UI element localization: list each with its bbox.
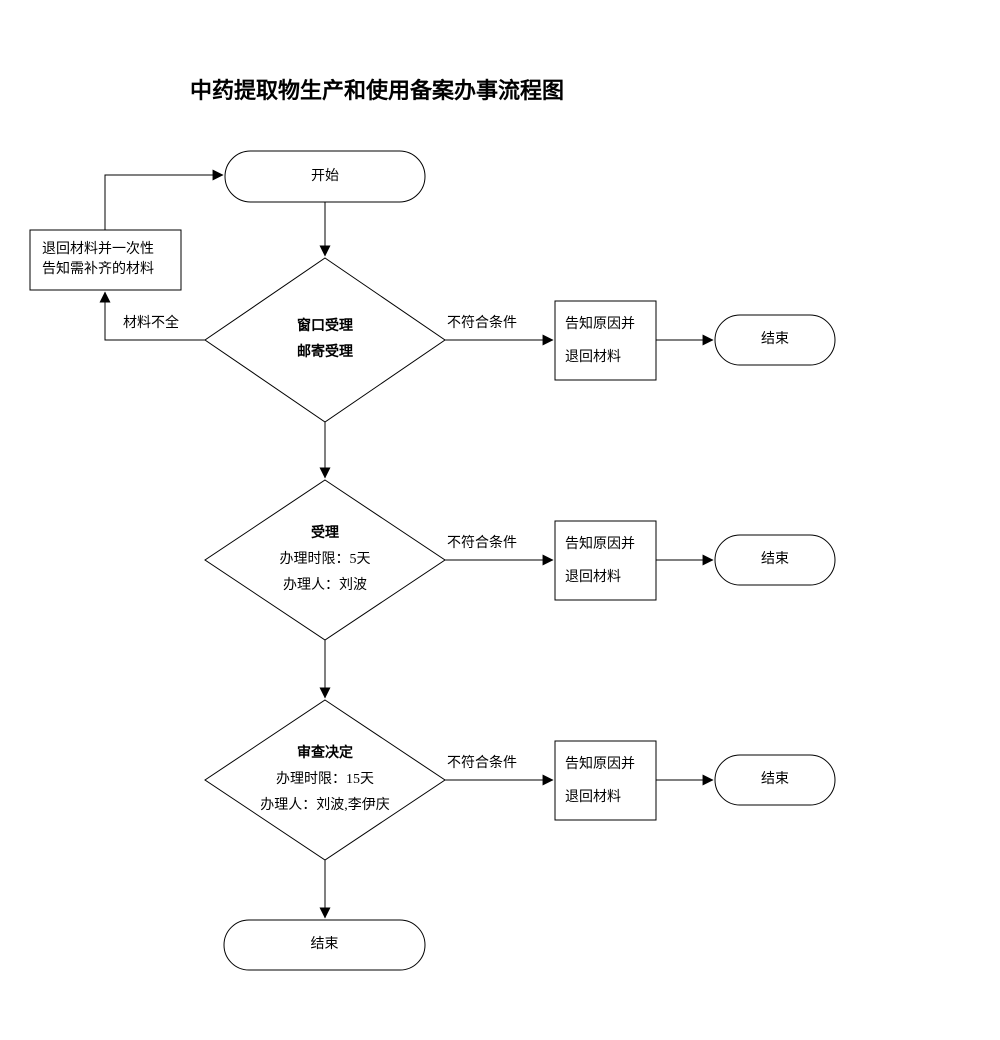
decision-1-line2: 邮寄受理: [297, 345, 353, 360]
decision-2-title: 受理: [311, 526, 339, 541]
notify-box-1-line1: 告知原因并: [565, 316, 635, 332]
arrow-return-box-to-start: [104, 169, 224, 230]
decision-2: 受理 办理时限：5天 办理人：刘波: [205, 480, 445, 666]
end-terminal-2-label: 结束: [761, 552, 789, 567]
end-terminal-3-shape: [714, 754, 836, 806]
decision-3-time-limit: 办理时限：15天: [276, 772, 374, 787]
edge-label-condition-3: 不符合条件: [447, 756, 517, 771]
end-terminal-1-label: 结束: [761, 332, 789, 347]
decision-2-handler: 办理人：刘波: [283, 578, 367, 593]
notify-box-2-line2: 退回材料: [565, 569, 621, 585]
arrow-decision1-to-return-box: [99, 291, 205, 341]
decision-3-title: 审查决定: [297, 746, 353, 761]
final-end-terminal-shape: [223, 919, 426, 971]
decision-1: 窗口受理 邮寄受理: [205, 258, 445, 448]
notify-box-3-line1: 告知原因并: [565, 756, 635, 772]
notify-box-3: 告知原因并 退回材料: [555, 741, 656, 820]
decision-3-handler: 办理人：刘波,李伊庆: [260, 798, 390, 813]
end-terminal-3-label: 结束: [761, 772, 789, 787]
decision-3: 审查决定 办理时限：15天 办理人：刘波,李伊庆: [205, 700, 445, 886]
notify-box-3-shape: [554, 740, 657, 821]
end-terminal-3: 结束: [715, 755, 835, 805]
notify-box-2-line1: 告知原因并: [565, 536, 635, 552]
notify-box-1-line2: 退回材料: [565, 349, 621, 365]
start-terminal: 开始: [225, 151, 425, 202]
final-end-label: 结束: [310, 937, 339, 952]
final-end-terminal: 结束: [224, 920, 425, 970]
notify-box-2-shape: [554, 520, 657, 601]
end-terminal-2: 结束: [715, 535, 835, 585]
end-terminal-1-shape: [714, 314, 836, 366]
end-terminal-1: 结束: [715, 315, 835, 365]
return-materials-box-shape: [29, 229, 182, 291]
return-box-line2: 告知需补齐的材料: [42, 262, 154, 277]
page-title: 中药提取物生产和使用备案办事流程图: [190, 78, 565, 103]
start-label: 开始: [311, 168, 339, 184]
notify-box-1: 告知原因并 退回材料: [555, 301, 656, 380]
decision-2-time-limit: 办理时限：5天: [279, 552, 371, 567]
return-materials-box: 退回材料并一次性 告知需补齐的材料: [30, 230, 181, 290]
notify-box-2: 告知原因并 退回材料: [555, 521, 656, 600]
edge-label-condition-2: 不符合条件: [447, 536, 517, 551]
edge-label-condition-1: 不符合条件: [447, 316, 517, 331]
end-terminal-2-shape: [714, 534, 836, 586]
edge-label-incomplete-materials: 材料不全: [123, 316, 179, 331]
return-box-line1: 退回材料并一次性: [42, 242, 154, 257]
notify-box-3-line2: 退回材料: [565, 789, 621, 805]
decision-1-line1: 窗口受理: [297, 319, 353, 334]
